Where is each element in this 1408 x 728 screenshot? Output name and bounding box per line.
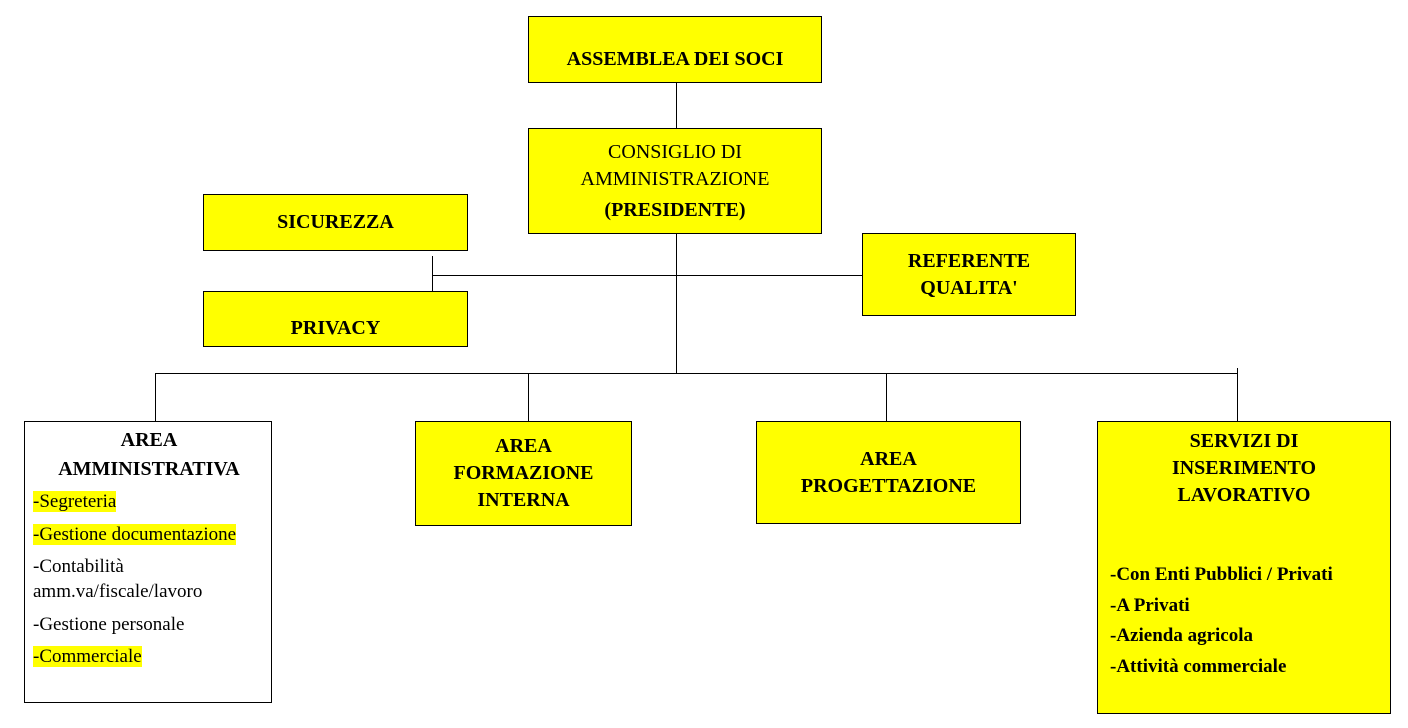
assemblea-label: ASSEMBLEA DEI SOCI [566, 48, 784, 70]
area-amministrativa-title1: AREA [120, 429, 178, 451]
area-amministrativa-title: AREA AMMINISTRATIVA [33, 426, 265, 484]
amm-item-contabilita: -Contabilità amm.va/fiscale/lavoro [33, 555, 265, 604]
amm-item-label: -Gestione personale [33, 613, 185, 635]
amm-item-label: -Contabilità amm.va/fiscale/lavoro [33, 556, 203, 603]
referente-qualita-box: REFERENTE QUALITA' [862, 233, 1076, 316]
consiglio-line3: (PRESIDENTE) [604, 198, 746, 221]
amm-item-gestione-documentazione: -Gestione documentazione [33, 523, 265, 548]
servizi-line3: LAVORATIVO [1177, 484, 1311, 506]
assemblea-dei-soci-box: ASSEMBLEA DEI SOCI [528, 16, 822, 83]
sicurezza-box: SICUREZZA [203, 194, 468, 251]
area-formazione-interna-box: AREA FORMAZIONE INTERNA [415, 421, 632, 526]
servizi-line1: SERVIZI DI [1189, 430, 1299, 452]
connector-sicurezza-privacy [432, 256, 433, 291]
area-progettazione-box: AREA PROGETTAZIONE [756, 421, 1021, 524]
connector-consiglio-trunk [676, 234, 677, 373]
connector-area-progettazione [886, 373, 887, 421]
connector-staff-horizontal [432, 275, 862, 276]
formazione-line3: INTERNA [477, 489, 570, 511]
connector-area-amministrativa [155, 373, 156, 421]
referente-line1: REFERENTE [907, 249, 1031, 272]
amm-item-label: -Segreteria [33, 491, 117, 512]
servizi-line2: INSERIMENTO [1171, 457, 1317, 479]
area-amministrativa-title2: AMMINISTRATIVA [58, 458, 240, 480]
amm-item-label: -Commerciale [33, 646, 142, 668]
amm-item-gestione-personale: -Gestione personale [33, 613, 265, 638]
referente-line2: QUALITA' [920, 276, 1018, 299]
progettazione-line1: AREA [860, 447, 917, 470]
amm-item-commerciale: -Commerciale [33, 645, 265, 670]
connector-area-formazione [528, 373, 529, 421]
servizi-item-privati: -A Privati [1110, 594, 1190, 616]
consiglio-amministrazione-box: CONSIGLIO DI AMMINISTRAZIONE (PRESIDENTE… [528, 128, 822, 234]
connector-servizi [1237, 368, 1238, 421]
area-amministrativa-box: AREA AMMINISTRATIVA -Segreteria -Gestion… [24, 421, 272, 703]
amm-item-segreteria: -Segreteria [33, 490, 265, 515]
connector-assemblea-consiglio [676, 83, 677, 128]
servizi-item-enti: -Con Enti Pubblici / Privati [1110, 564, 1333, 585]
servizi-item-attivita-commerciale: -Attività commerciale [1110, 656, 1287, 678]
progettazione-line2: PROGETTAZIONE [800, 474, 977, 497]
consiglio-line2: AMMINISTRAZIONE [580, 167, 770, 190]
servizi-list: -Con Enti Pubblici / Privati -A Privati … [1098, 557, 1390, 686]
formazione-line2: FORMAZIONE [453, 462, 594, 484]
formazione-line1: AREA [495, 435, 552, 457]
sicurezza-label: SICUREZZA [277, 211, 394, 233]
privacy-label: PRIVACY [290, 316, 381, 339]
connector-areas-horizontal [155, 373, 1238, 374]
consiglio-line1: CONSIGLIO DI [608, 140, 742, 163]
servizi-item-azienda-agricola: -Azienda agricola [1110, 625, 1254, 647]
servizi-inserimento-lavorativo-box: SERVIZI DI INSERIMENTO LAVORATIVO -Con E… [1097, 421, 1391, 714]
privacy-box: PRIVACY [203, 291, 468, 347]
amm-item-label: -Gestione documentazione [33, 523, 237, 545]
